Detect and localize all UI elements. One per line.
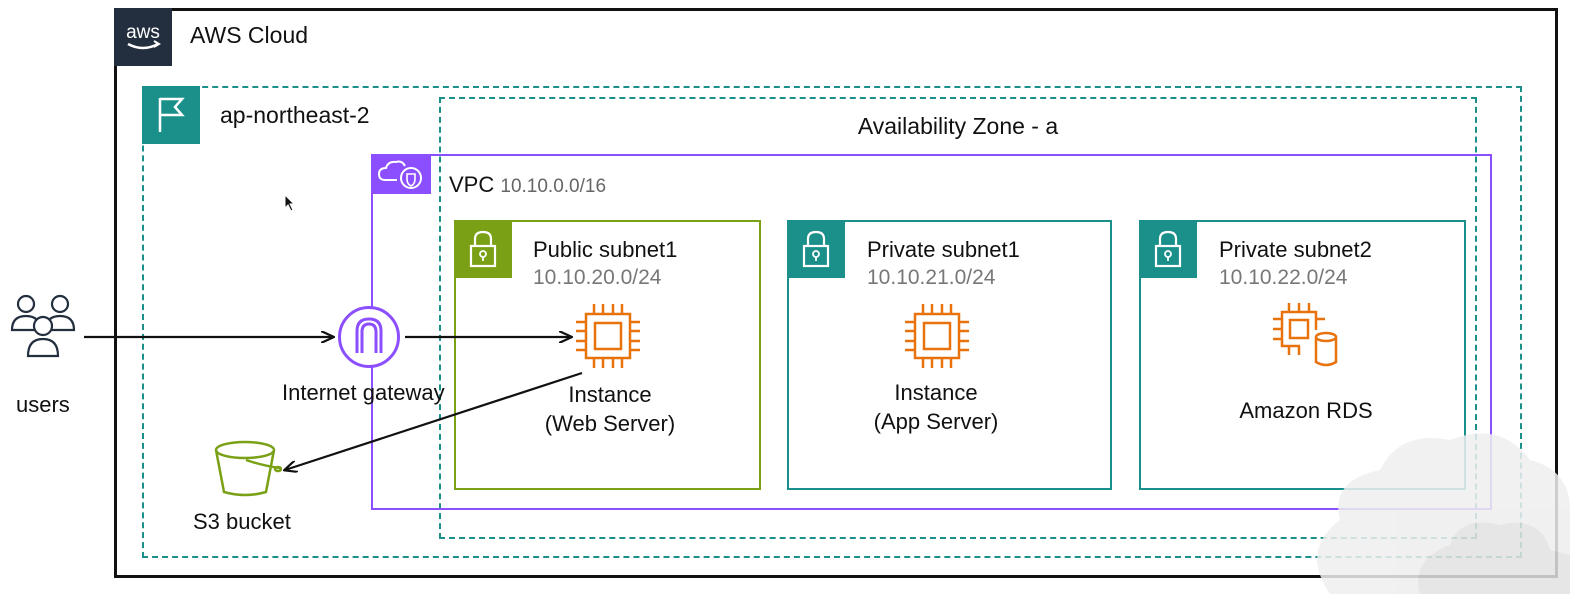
s3-bucket-icon — [210, 438, 283, 503]
web-instance-label-line2: (Web Server) — [544, 411, 676, 436]
lock-icon — [454, 220, 512, 278]
private-subnet-2 — [1139, 220, 1466, 490]
private-subnet-2-name: Private subnet2 — [1219, 237, 1372, 262]
private-subnet-1-cidr: 10.10.21.0/24 — [867, 266, 996, 289]
watermark-graphic — [1270, 340, 1570, 599]
internet-gateway-icon — [337, 305, 401, 374]
web-instance-label-line1: Instance — [568, 382, 652, 407]
mouse-cursor-icon — [284, 193, 296, 217]
aws-logo-icon: aws — [114, 8, 172, 66]
rds-label: Amazon RDS — [1239, 398, 1373, 423]
ec2-instance-icon — [574, 302, 642, 375]
lock-icon — [787, 220, 845, 278]
app-instance-label: Instance (App Server) — [836, 378, 1036, 436]
aws-cloud-group — [114, 8, 1558, 578]
rds-icon — [1270, 300, 1344, 377]
lock-icon — [1139, 220, 1197, 278]
private-subnet-1-name: Private subnet1 — [867, 237, 1020, 262]
region-flag-icon — [142, 86, 200, 144]
vpc-cidr: 10.10.0.0/16 — [500, 176, 607, 197]
region-group — [142, 86, 1522, 558]
region-label: ap-northeast-2 — [220, 102, 370, 128]
users-icon — [8, 290, 78, 365]
vpc-cloud-icon — [371, 154, 431, 194]
vpc-label: VPC 10.10.0.0/16 — [449, 172, 606, 198]
availability-zone-label: Availability Zone - a — [857, 113, 1059, 139]
availability-zone-group — [439, 97, 1477, 539]
public-subnet-1 — [454, 220, 761, 490]
app-instance-label-line1: Instance — [894, 380, 978, 405]
app-instance-label-line2: (App Server) — [873, 409, 999, 434]
web-instance-label: Instance (Web Server) — [510, 380, 710, 438]
public-subnet-1-cidr: 10.10.20.0/24 — [533, 266, 662, 289]
ec2-instance-icon — [903, 302, 971, 375]
users-label: users — [16, 392, 70, 417]
internet-gateway-label: Internet gateway — [282, 380, 445, 405]
private-subnet-2-cidr: 10.10.22.0/24 — [1219, 266, 1348, 289]
private-subnet-1 — [787, 220, 1112, 490]
aws-logo-text: aws — [126, 22, 160, 43]
aws-cloud-label: AWS Cloud — [190, 22, 309, 48]
s3-bucket-label: S3 bucket — [193, 509, 291, 534]
connection-web-to-s3 — [285, 371, 583, 470]
public-subnet-1-name: Public subnet1 — [533, 237, 678, 262]
vpc-name: VPC — [449, 172, 495, 197]
